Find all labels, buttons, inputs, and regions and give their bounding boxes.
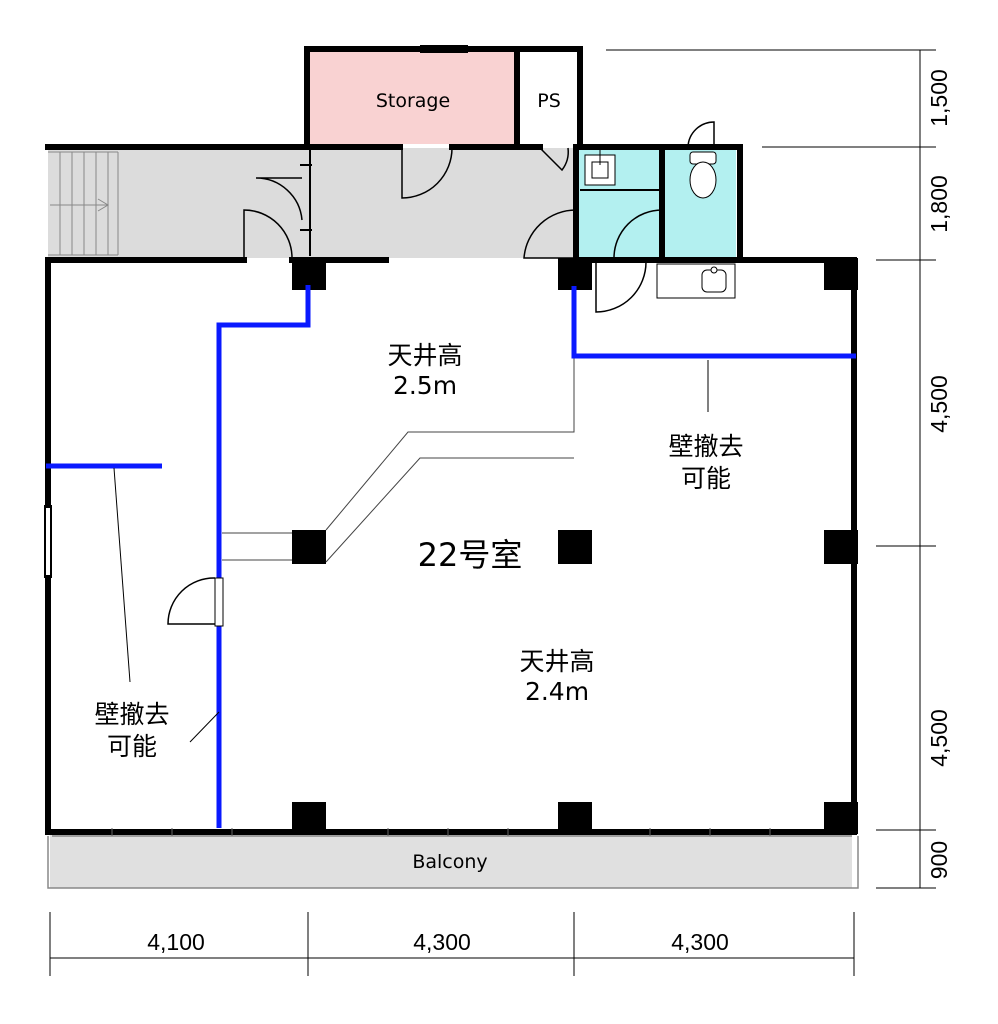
thin-walls — [44, 45, 859, 889]
dimension-lines — [49, 49, 936, 976]
column — [292, 530, 326, 564]
door-toilet — [687, 121, 715, 148]
corridor-floor — [48, 148, 576, 258]
door-washroom — [613, 209, 663, 259]
door-left-room — [167, 577, 216, 625]
column — [558, 530, 592, 564]
column — [824, 258, 858, 290]
door-storage — [401, 147, 453, 199]
ceiling-step — [222, 290, 575, 563]
dim-h-1: 4,100 — [147, 929, 205, 955]
ceiling-lower-label: 天井高 — [519, 647, 594, 676]
ps-label: PS — [537, 90, 561, 112]
columns — [292, 258, 858, 834]
door-corridor-upper — [255, 177, 303, 221]
ceiling-upper-value: 2.5m — [393, 371, 457, 400]
column — [558, 802, 592, 834]
dim-v-2: 1,800 — [926, 175, 952, 233]
dim-v-3: 4,500 — [926, 375, 952, 433]
note-left-line2: 可能 — [107, 732, 157, 761]
storage-floor — [310, 52, 514, 144]
fills — [48, 52, 852, 888]
ceiling-upper-label: 天井高 — [387, 341, 462, 370]
balcony-label: Balcony — [412, 851, 487, 873]
column — [292, 802, 326, 834]
removable-walls — [46, 285, 856, 828]
note-left-line1: 壁撤去 — [94, 700, 169, 729]
door-ps — [539, 147, 569, 172]
note-right-line2: 可能 — [681, 464, 731, 493]
doors — [167, 121, 715, 625]
unit-name: 22号室 — [418, 536, 523, 574]
stairs — [48, 151, 119, 256]
dim-v-4: 4,500 — [926, 709, 952, 767]
toilet-icon — [689, 151, 717, 199]
door-kitchenette — [595, 261, 647, 313]
fixtures — [584, 150, 736, 299]
note-right-line1: 壁撤去 — [668, 432, 743, 461]
dim-v-5: 900 — [926, 841, 952, 879]
door-frame — [214, 577, 224, 627]
balcony-rail — [111, 828, 771, 836]
column — [824, 530, 858, 564]
dim-v-1: 1,500 — [926, 69, 952, 127]
column — [824, 802, 858, 834]
dim-h-3: 4,300 — [671, 929, 729, 955]
leader-lines — [113, 360, 709, 743]
door-entrance — [523, 209, 577, 259]
dim-h-2: 4,300 — [413, 929, 471, 955]
storage-label: Storage — [376, 90, 450, 112]
column — [292, 258, 326, 290]
door-corridor-lower — [243, 209, 293, 259]
column — [558, 258, 592, 290]
ceiling-lower-value: 2.4m — [525, 677, 589, 706]
balcony-floor — [50, 832, 852, 888]
